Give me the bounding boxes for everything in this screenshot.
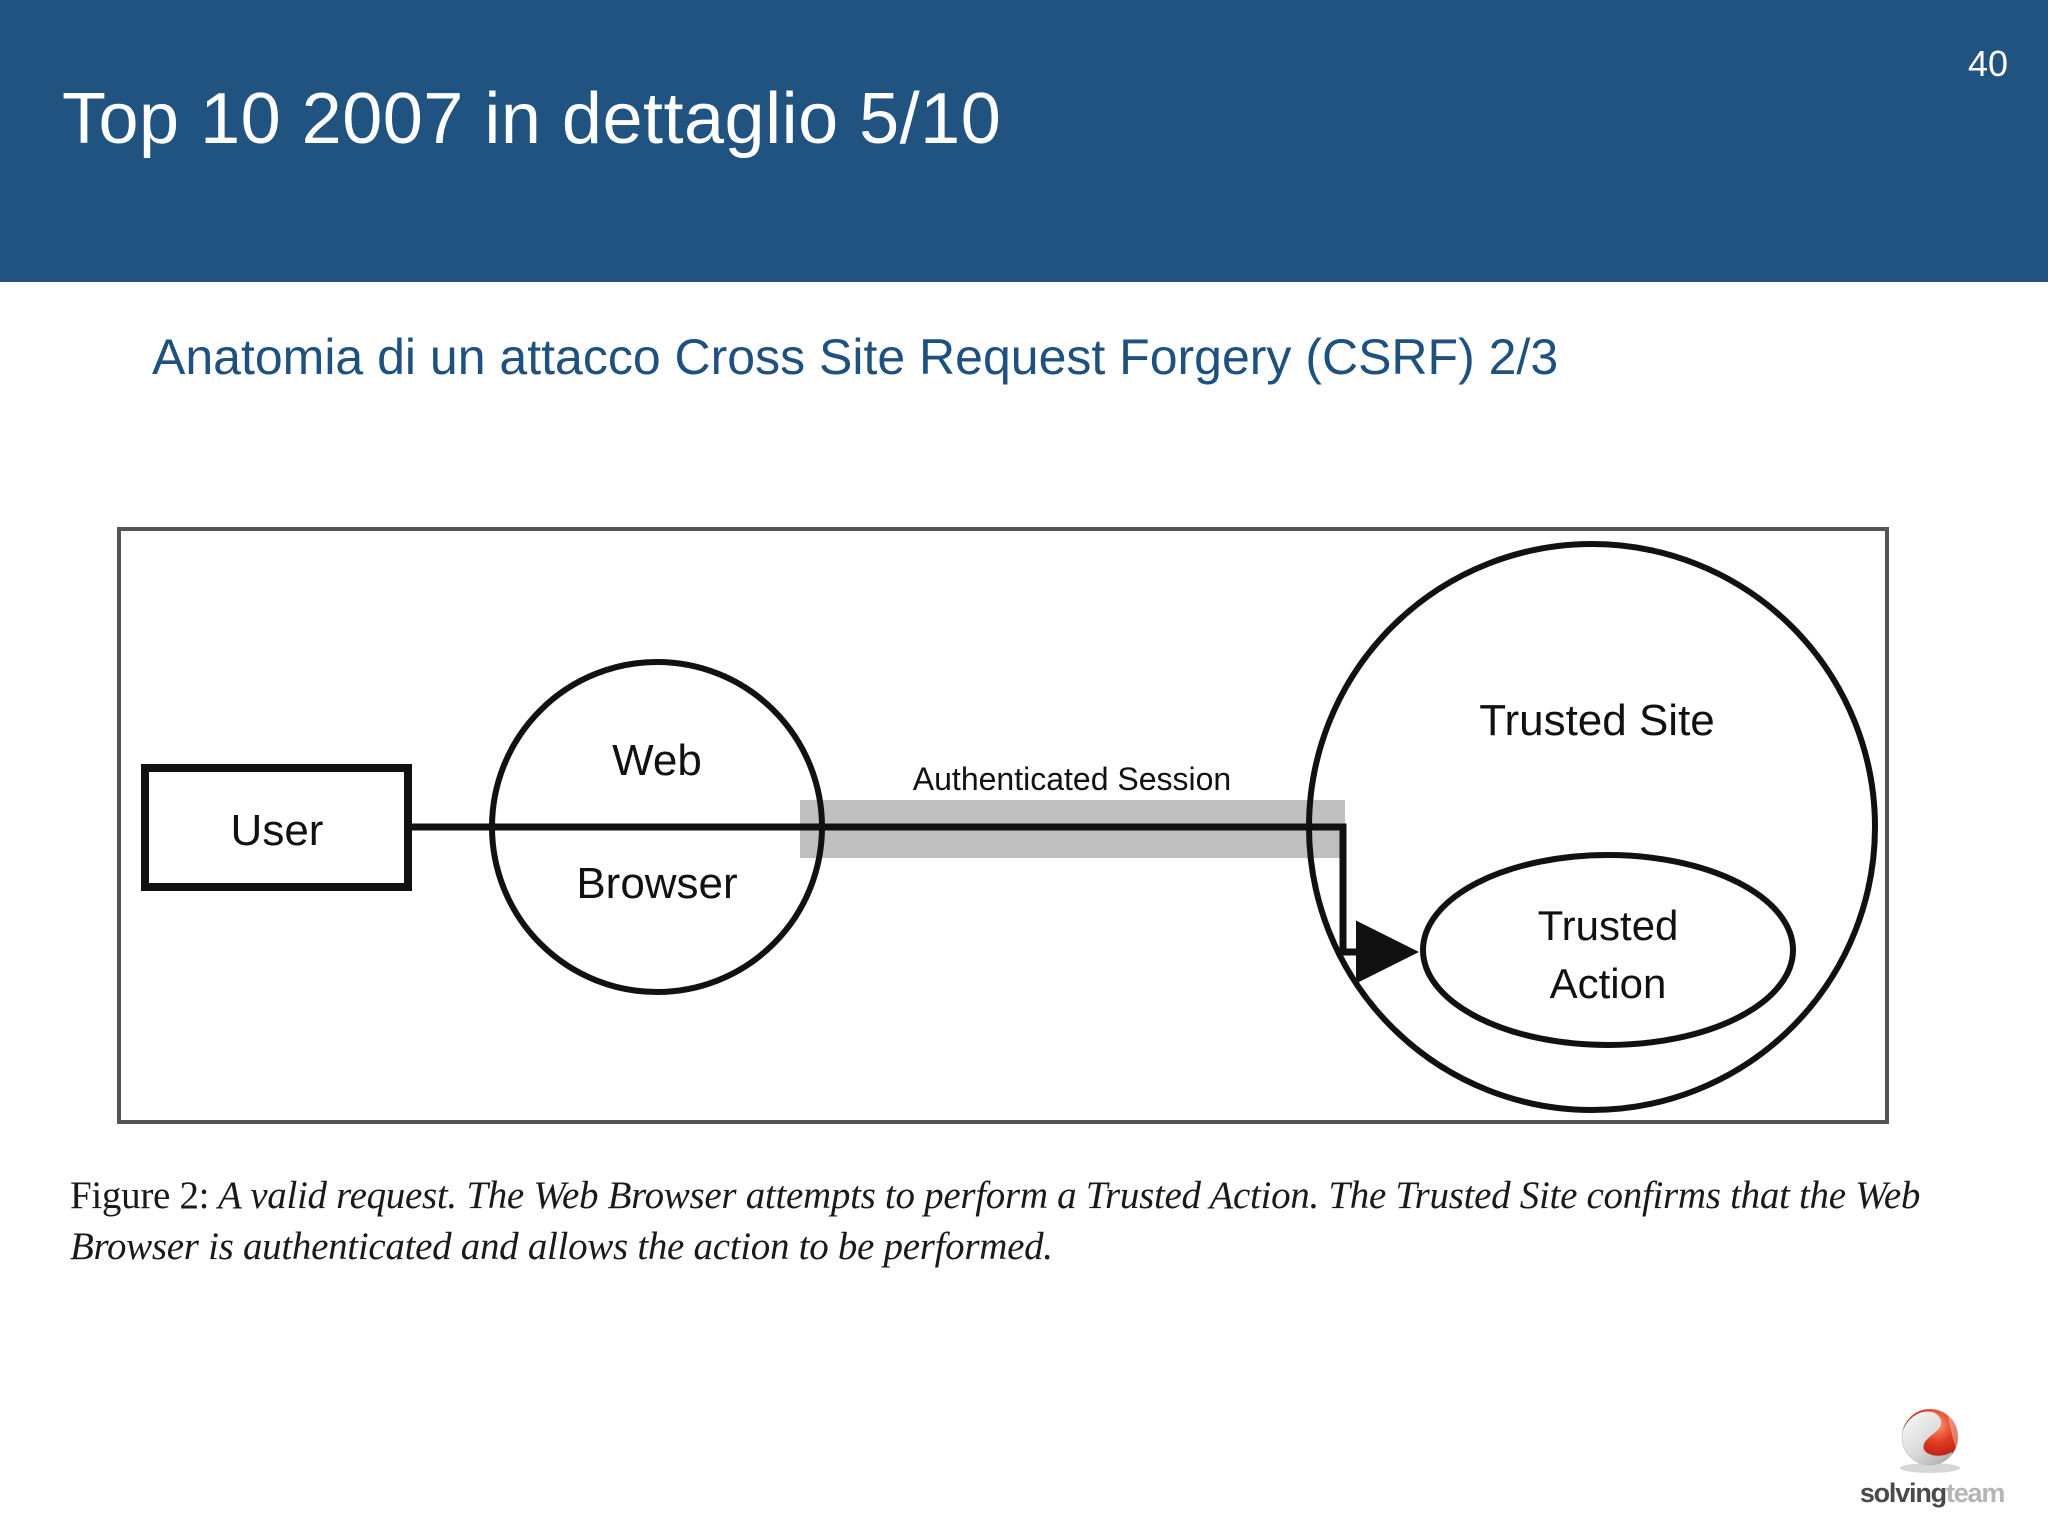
web-browser-label-line1: Web xyxy=(612,736,702,785)
authenticated-session-band xyxy=(800,800,1345,858)
trusted-site-label: Trusted Site xyxy=(1479,696,1715,745)
solvingteam-logo: solvingteam xyxy=(1842,1404,2022,1524)
figure-caption-body: A valid request. The Web Browser attempt… xyxy=(70,1174,1921,1268)
logo-word-team: team xyxy=(1945,1478,2005,1508)
slide-subtitle: Anatomia di un attacco Cross Site Reques… xyxy=(152,329,1559,385)
slide-number: 40 xyxy=(1967,43,2008,84)
user-node-label: User xyxy=(231,806,324,855)
logo-wordmark: solvingteam xyxy=(1842,1478,2022,1508)
trusted-site-node xyxy=(1306,541,1878,1113)
user-node xyxy=(141,764,412,891)
figure-caption: Figure 2: A valid request. The Web Brows… xyxy=(70,1170,2000,1272)
web-browser-node xyxy=(489,659,825,995)
trusted-action-label-line1: Trusted xyxy=(1538,902,1679,949)
page-title: Top 10 2007 in dettaglio 5/10 xyxy=(62,79,1002,159)
sphere-logo-icon xyxy=(1900,1408,1960,1473)
authenticated-session-label: Authenticated Session xyxy=(913,761,1231,797)
trusted-action-label-line2: Action xyxy=(1550,960,1667,1007)
slide-header-band: Top 10 2007 in dettaglio 5/10 40 xyxy=(0,0,2048,282)
request-flow-connector xyxy=(408,823,1419,984)
logo-word-solving: solving xyxy=(1859,1478,1947,1508)
figure-frame xyxy=(117,527,1889,1124)
trusted-action-node xyxy=(1420,852,1796,1048)
web-browser-label-line2: Browser xyxy=(576,859,737,908)
figure-caption-number: Figure 2: xyxy=(70,1174,210,1217)
